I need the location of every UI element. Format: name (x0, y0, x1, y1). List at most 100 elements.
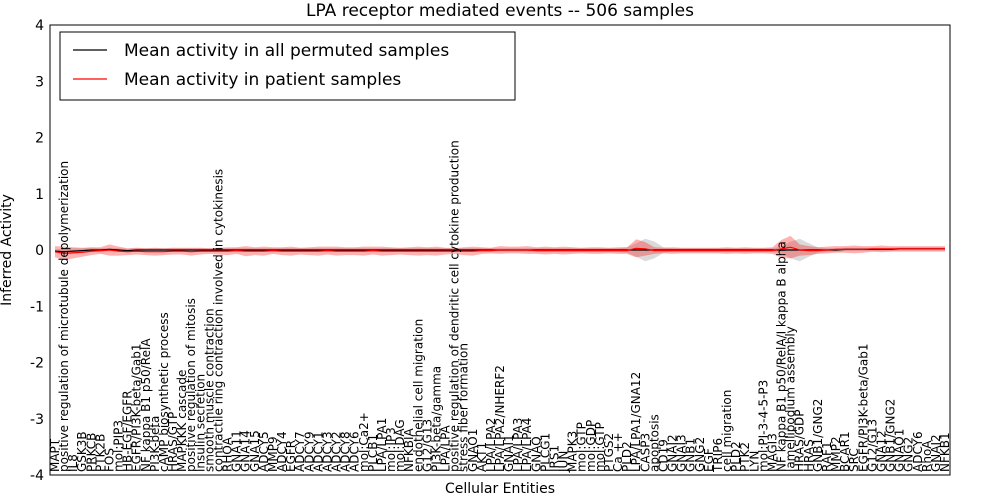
x-tick-label: mol:GDP (584, 420, 598, 472)
x-tick-label: Ca ++ (611, 432, 625, 472)
x-tick-label: insulin secretion (193, 374, 207, 472)
x-tick-label: LPA/LPA2 (484, 418, 498, 472)
x-tick-label: ADCY6 (348, 431, 362, 472)
x-tick-label: NFKB1 (938, 432, 952, 472)
band-patient (55, 235, 945, 261)
x-tick-label: EGF (702, 448, 716, 472)
x-tick-label: MAPKKK cascade (175, 370, 189, 472)
x-tick-label: EGFR/PI3K-beta/Gab1 (856, 343, 870, 472)
x-tick-label: LPA/LPA1/GNA12 (629, 372, 643, 472)
x-tick-label: ADCY2 (330, 431, 344, 472)
x-tick-label: EGFR (284, 440, 298, 472)
x-tick-label: BCAR1 (838, 431, 852, 472)
x-tick-label: TRIP6 (711, 438, 725, 473)
x-tick-label: PLCB1 (366, 434, 380, 472)
x-tick-label: PLD2 (729, 441, 743, 472)
x-axis-label: Cellular Entities (445, 481, 555, 497)
x-tick-label: MAGI3 (765, 433, 779, 472)
y-tick-label: 4 (35, 18, 44, 34)
x-tick-label: GNG2 (902, 437, 916, 472)
x-tick-label: GNA14 (239, 430, 253, 472)
x-tick-label: GSK3B (75, 431, 89, 472)
x-tick-label: positive regulation of mitosis (184, 298, 198, 472)
x-tick-label: ADCY6 (911, 431, 925, 472)
y-tick-label: -3 (30, 412, 44, 428)
x-tick-label: GNAO1 (893, 429, 907, 472)
x-tick-label: ADCY7 (293, 431, 307, 472)
y-tick-label: 3 (35, 74, 44, 90)
x-tick-label: endothelial cell migration (411, 319, 425, 472)
x-tick-label: mol:GTP (593, 422, 607, 472)
x-tick-label: GNA15 (248, 430, 262, 472)
x-tick-label: contractile ring contraction involved in… (212, 169, 226, 472)
legend-label-patient: Mean activity in patient samples (124, 70, 401, 90)
chart-title: LPA receptor mediated events -- 506 samp… (306, 1, 694, 21)
x-tick-label: GNA12 (874, 430, 888, 472)
y-axis-label: Inferred Activity (0, 194, 15, 306)
x-tick-label: IL8 (66, 454, 80, 472)
x-tick-label: GNAQ (529, 436, 543, 472)
x-tick-label: GNA11 (230, 430, 244, 472)
x-tick-label: LPA/LPA2/NHERF2 (493, 365, 507, 472)
x-tick-label: GNAO1 (466, 429, 480, 472)
x-tick-label: LPA/LPA3 (511, 418, 525, 472)
x-tick-label: mol:PIP3 (112, 420, 126, 472)
x-tick-label: HB-EGF/EGFR (121, 390, 135, 472)
x-tick-label: mol:GTP (575, 422, 589, 472)
x-tick-label: PI3K-beta/gamma (429, 366, 443, 472)
x-tick-label: smooth muscle contraction (202, 308, 216, 472)
x-tick-label: EGFR/PI3K-beta/Gab1 (130, 343, 144, 472)
x-tick-label: ADCY3 (320, 431, 334, 472)
x-tick-label: GNAI1 (502, 434, 516, 472)
x-tick-label: apoptosis (647, 414, 661, 472)
y-tick-label: -4 (30, 468, 44, 484)
x-tick-label: CD19 (657, 439, 671, 472)
plot-border (49, 24, 951, 476)
x-tick-label: GNB1/GNG2 (811, 399, 825, 472)
x-tick-label: stress fiber formation (457, 343, 471, 472)
x-tick-label: PTGS2 (602, 433, 616, 472)
x-tick-label: NFKBIA (402, 427, 416, 472)
x-tick-label: mol:DAG (393, 419, 407, 472)
x-tick-label: LPA/LPA4 (520, 418, 534, 472)
x-tick-label: GNAI3 (675, 434, 689, 472)
x-tick-label: PLCG1 (538, 433, 552, 472)
x-tick-label: LPA/LPA1 (375, 418, 389, 472)
y-tick-label: -1 (30, 299, 44, 315)
y-tick-label: 1 (35, 187, 44, 203)
x-tick-label: LYN (747, 451, 761, 472)
x-tick-label: ADCY5 (257, 431, 271, 472)
x-tick-label: lamellipodium assembly (784, 326, 798, 472)
y-tick-label: 0 (35, 243, 44, 259)
legend-box (59, 31, 516, 101)
x-tick-label: ADCY1 (311, 431, 325, 472)
x-tick-label: SRC (847, 448, 861, 472)
x-tick-label: AKT1 (475, 442, 489, 472)
x-tick-label: HRAS/GTP (166, 412, 180, 472)
x-tick-label: GNB1 (684, 438, 698, 472)
x-tick-label: cAMP biosynthetic process (157, 312, 171, 472)
x-tick-label: G12/G13 (420, 419, 434, 472)
x-tick-label: mol:Ca2+ (357, 412, 371, 472)
x-tick-label: G12/G13 (865, 419, 879, 472)
legend-label-permuted: Mean activity in all permuted samples (124, 41, 449, 61)
y-tick-label: 2 (35, 131, 44, 147)
x-tick-label: positive regulation of dendritic cell cy… (448, 140, 462, 472)
x-tick-label: HRAS/GDP (793, 409, 807, 472)
x-tick-label: mol:PI-3-4-5-P3 (756, 380, 770, 472)
x-tick-label: PTK2B (93, 434, 107, 472)
x-tick-label: ADCY4 (275, 431, 289, 472)
x-tick-label: RAF1 (820, 441, 834, 472)
x-tick-label: PRKCB (84, 433, 98, 472)
x-tick-label: GNAI2 (666, 434, 680, 472)
x-tick-label: GNAI2 (929, 434, 943, 472)
x-tick-label: cell migration (720, 390, 734, 472)
x-tick-label: GNB1/GNG2 (884, 399, 898, 472)
x-tick-label: MAPT (48, 438, 62, 472)
x-tick-label: JUN (557, 451, 571, 473)
x-tick-label: PI3K-beta (148, 416, 162, 472)
x-tick-label: RhoA (920, 440, 934, 472)
x-tick-label: PLD2 (620, 441, 634, 472)
x-tick-label: MMP9 (266, 436, 280, 472)
